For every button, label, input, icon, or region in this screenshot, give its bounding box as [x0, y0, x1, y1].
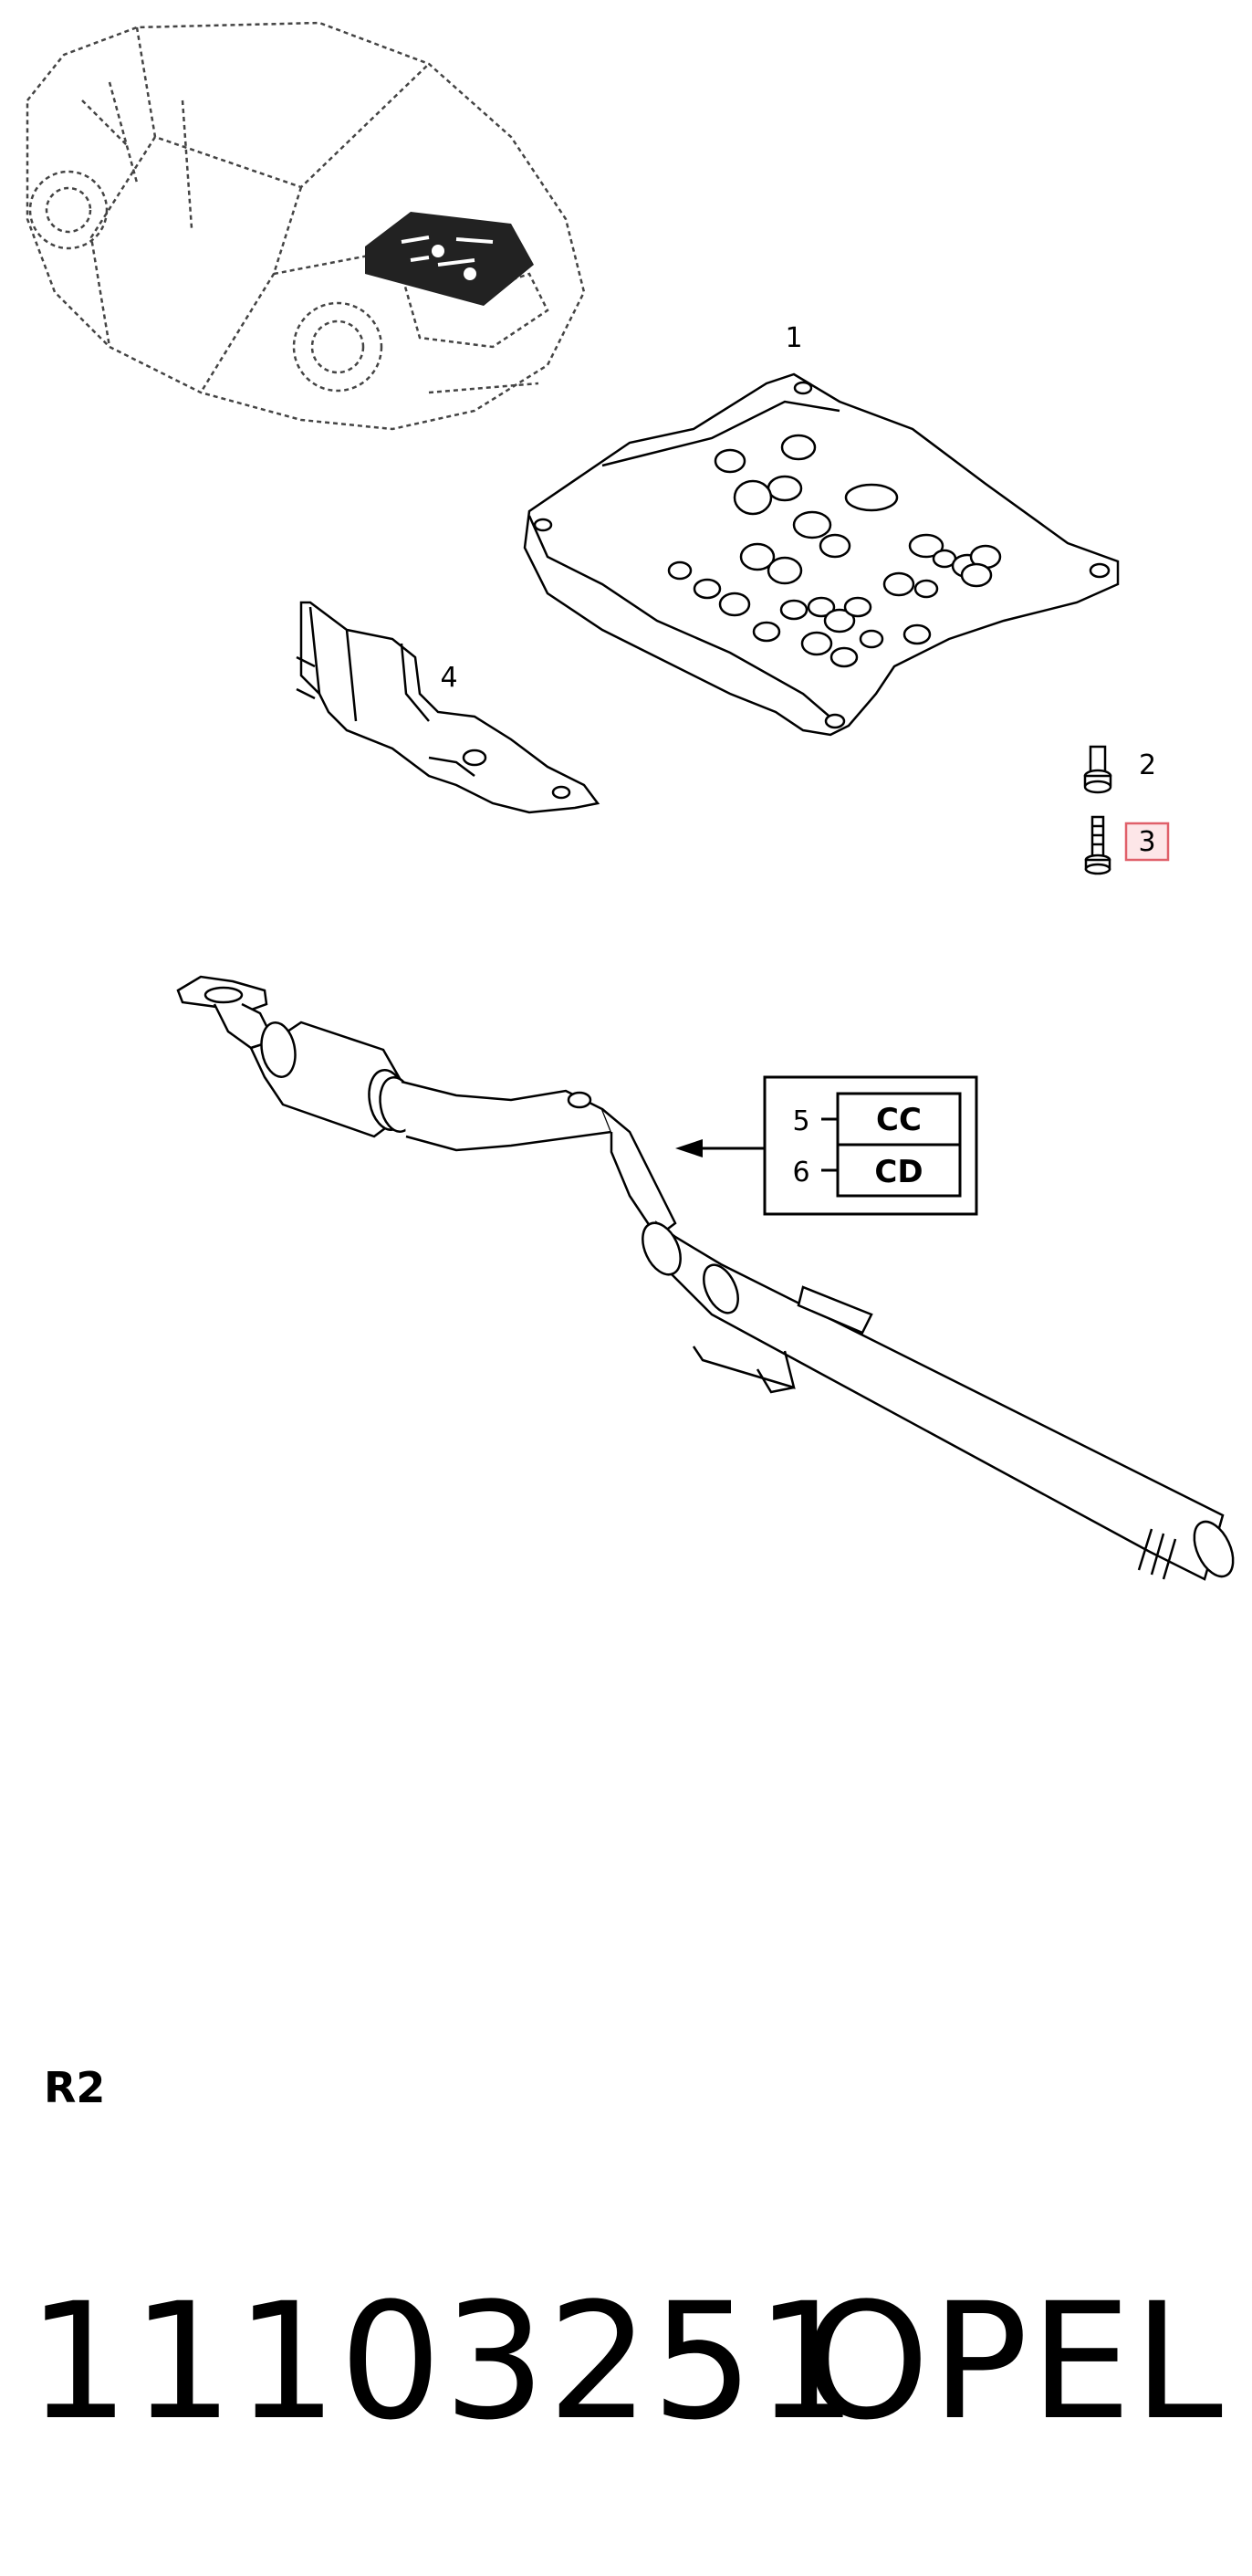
engine-code-cd: CD	[874, 1154, 923, 1190]
brand-name: OPEL	[803, 2268, 1225, 2456]
part-4-heat-shield	[296, 601, 600, 814]
callout-3-highlight	[1124, 822, 1170, 862]
callout-2: 2	[1139, 749, 1156, 781]
section-code: R2	[44, 2063, 106, 2112]
part-5-6-exhaust-front-pipe	[176, 975, 1235, 1581]
arrow-to-exhaust	[675, 1139, 765, 1157]
engine-code-table	[763, 1075, 978, 1216]
callout-1: 1	[785, 322, 802, 354]
highlighted-underbody-shield-locator	[365, 212, 534, 306]
part-number: 11103251	[27, 2268, 860, 2456]
part-2-bolt	[1083, 745, 1112, 794]
callout-3: 3	[1138, 826, 1155, 858]
part-1-underbody-shield	[523, 372, 1120, 737]
callout-6: 6	[792, 1157, 809, 1189]
part-3-long-bolt	[1084, 815, 1111, 875]
callout-5: 5	[792, 1105, 809, 1137]
engine-code-cc: CC	[876, 1102, 922, 1138]
callout-4: 4	[440, 662, 457, 694]
